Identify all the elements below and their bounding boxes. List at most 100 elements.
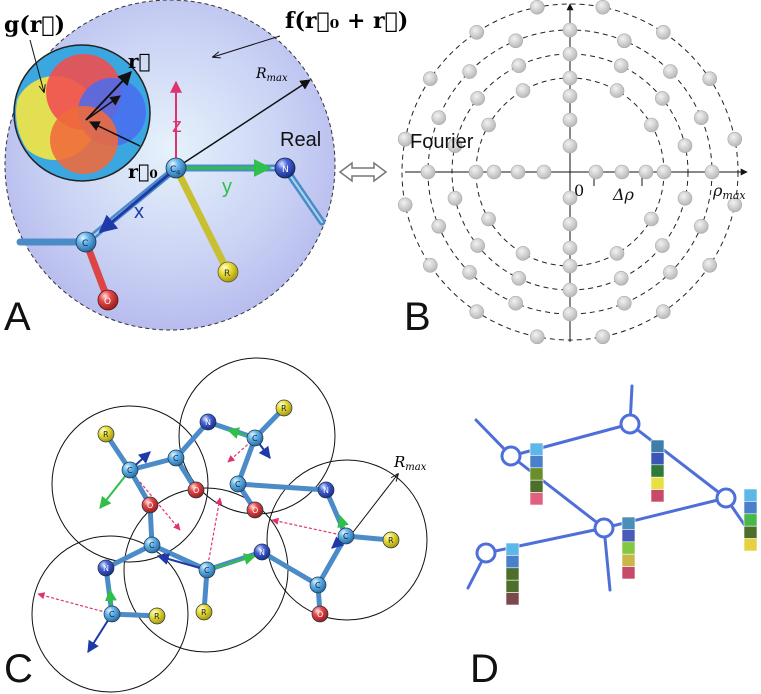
atom-n: N xyxy=(317,481,335,499)
atom-n: N xyxy=(253,543,271,561)
fourier-point xyxy=(693,110,709,125)
fourier-point xyxy=(529,0,545,15)
fourier-point xyxy=(616,295,632,311)
svg-text:N: N xyxy=(259,548,265,557)
svg-text:C: C xyxy=(149,541,155,550)
atom-c: C xyxy=(75,231,97,253)
fourier-point xyxy=(562,282,578,298)
fourier-point xyxy=(562,190,578,206)
fourier-point xyxy=(562,258,578,274)
fourier-point xyxy=(481,211,496,227)
atom-c: C xyxy=(198,561,216,579)
fourier-point xyxy=(588,164,604,180)
z-axis-label: z xyxy=(172,115,182,137)
delta-rho-label: Δρ xyxy=(612,185,635,204)
local-axis-arrow xyxy=(37,592,113,615)
fourier-point xyxy=(431,110,447,125)
fourier-label: Fourier xyxy=(410,131,474,153)
atom-n: N xyxy=(97,559,115,577)
svg-text:O: O xyxy=(317,610,323,619)
svg-text:C: C xyxy=(343,532,349,541)
node-feature-bars xyxy=(505,439,758,606)
atom-c: C xyxy=(246,429,264,447)
svg-text:C: C xyxy=(173,454,179,463)
fourier-point xyxy=(613,270,629,286)
svg-text:R: R xyxy=(154,612,160,621)
graph-nodes xyxy=(475,413,737,564)
atom-o: O xyxy=(141,496,159,514)
y-axis-label: y xyxy=(222,176,232,198)
atom-o: O xyxy=(187,481,205,499)
fourier-point xyxy=(447,191,463,206)
atom-r: R xyxy=(148,607,166,625)
fourier-point xyxy=(613,58,629,73)
panel-letter-b: B xyxy=(404,295,431,339)
fourier-point xyxy=(468,164,484,180)
fourier-point xyxy=(609,83,625,98)
local-axis-arrow xyxy=(271,517,347,537)
r-vector-label: r⃗ xyxy=(128,49,151,73)
svg-text:R: R xyxy=(224,269,230,279)
fourier-point xyxy=(677,138,693,153)
fourier-point xyxy=(702,71,718,86)
feature-bar xyxy=(621,516,636,580)
atom-n: N xyxy=(199,413,217,431)
panel-letter-a: A xyxy=(4,295,31,339)
svg-text:R: R xyxy=(281,404,287,413)
fourier-point xyxy=(704,164,720,180)
fourier-point xyxy=(616,33,632,49)
fourier-point xyxy=(510,164,526,180)
fourier-point xyxy=(677,191,693,206)
real-fourier-double-arrow xyxy=(338,161,388,183)
neighborhood-circles xyxy=(31,357,428,693)
atom-c: C xyxy=(103,605,121,623)
fourier-point xyxy=(462,64,477,79)
fourier-point xyxy=(656,164,672,180)
g-function-disc xyxy=(13,44,151,182)
svg-text:C: C xyxy=(252,434,258,443)
f-function-label: f(r⃗₀ + r⃗) xyxy=(285,8,408,34)
local-axis-arrow xyxy=(139,481,181,531)
fourier-point xyxy=(422,257,438,273)
atom-r: R xyxy=(195,603,213,621)
fourier-point xyxy=(462,265,477,280)
fourier-point xyxy=(638,164,654,180)
fourier-point xyxy=(470,238,486,253)
svg-text:O: O xyxy=(104,297,111,307)
atom-o: O xyxy=(311,605,329,623)
fourier-point xyxy=(529,329,545,345)
svg-text:N: N xyxy=(323,486,329,495)
svg-text:R: R xyxy=(103,430,109,439)
g-label-pointer xyxy=(29,39,44,92)
panel-a: g(r⃗) f(r⃗₀ + r⃗) r⃗ r⃗₀ Rmax z y x Cα xyxy=(4,0,408,331)
fourier-point xyxy=(508,33,524,49)
svg-text:C: C xyxy=(82,239,88,249)
rho-max-label: ρmax xyxy=(712,181,746,202)
atom-c: C xyxy=(121,461,139,479)
fourier-point xyxy=(654,91,670,106)
atom-c: C xyxy=(309,576,327,594)
x-axis-arrow xyxy=(98,168,175,234)
atom-c: C xyxy=(229,475,247,493)
bond xyxy=(103,542,155,571)
fourier-point xyxy=(663,64,678,79)
rmax-c-arrow xyxy=(346,474,398,541)
fourier-point xyxy=(655,304,671,320)
g-function-label: g(r⃗) xyxy=(4,12,65,38)
fourier-point xyxy=(536,164,552,180)
svg-text:R: R xyxy=(201,608,207,617)
local-axis-arrow xyxy=(156,553,208,571)
fourier-point xyxy=(727,197,743,213)
fourier-point xyxy=(562,88,578,104)
panel-b: Fourier 0 Δρ ρmax xyxy=(397,0,748,345)
svg-text:C: C xyxy=(235,480,241,489)
svg-text:N: N xyxy=(103,564,109,573)
x-axis-label: x xyxy=(134,201,144,223)
bond xyxy=(235,481,329,493)
bond xyxy=(149,542,210,573)
atom-r: R xyxy=(97,425,115,443)
fourier-point xyxy=(562,70,578,86)
fourier-point xyxy=(654,238,670,253)
